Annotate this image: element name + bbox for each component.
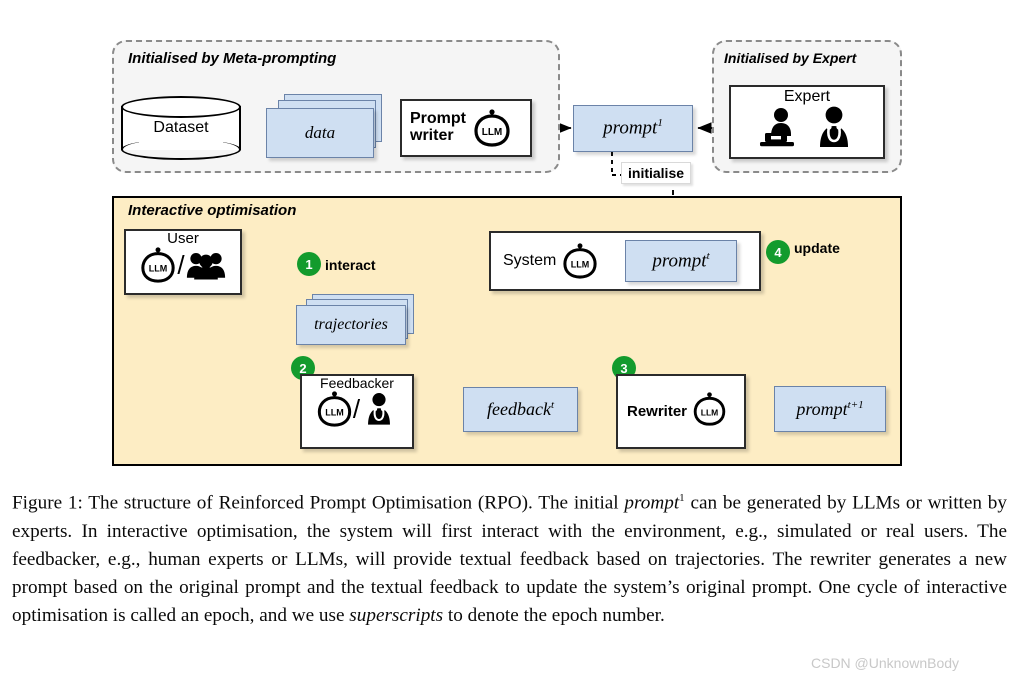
prompt-writer-label-line2: writer	[410, 127, 454, 144]
slash-divider: /	[352, 393, 361, 424]
user-label: User	[167, 230, 199, 247]
svg-text:LLM: LLM	[701, 407, 718, 417]
llm-robot-icon: LLM	[474, 109, 510, 147]
figure-caption: Figure 1: The structure of Reinforced Pr…	[12, 484, 1007, 630]
people-group-icon	[186, 248, 226, 287]
data-label: data	[304, 123, 336, 142]
llm-robot-icon: LLM	[317, 391, 352, 432]
prompt1-node: prompt1	[573, 105, 693, 152]
prompt-t-superscript: t	[706, 249, 710, 262]
step-badge-4: 4	[766, 240, 790, 264]
caption-prefix: Figure 1:	[12, 492, 83, 514]
caption-sup-1: 1	[679, 492, 685, 504]
watermark-text: CSDN @UnknownBody	[811, 655, 960, 671]
llm-robot-icon: LLM	[140, 247, 176, 288]
trajectories-node: trajectories	[296, 294, 424, 346]
prompt-t1-superscript: t+1	[847, 398, 864, 411]
caption-part3: to denote the epoch number.	[443, 605, 665, 627]
data-node: data	[266, 94, 384, 162]
doctor-stethoscope-icon	[361, 391, 397, 432]
user-node: User LLM /	[124, 229, 242, 295]
edge-label-update: update	[794, 240, 840, 256]
group-title-meta-prompting: Initialised by Meta-prompting	[128, 50, 337, 67]
feedbacker-node: Feedbacker LLM /	[300, 374, 414, 449]
slash-divider: /	[177, 249, 185, 280]
system-label: System	[503, 251, 557, 269]
doctor-stethoscope-icon	[811, 106, 857, 153]
prompt-writer-label-line1: Prompt	[410, 110, 466, 128]
group-title-interactive-optimisation: Interactive optimisation	[128, 202, 297, 219]
llm-robot-icon: LLM	[563, 243, 597, 279]
caption-em-superscripts: superscripts	[349, 605, 444, 627]
prompt-t-node: promptt	[625, 240, 737, 282]
feedback-t-label: feedback	[486, 399, 551, 419]
group-title-expert: Initialised by Expert	[724, 50, 857, 66]
person-at-laptop-icon	[757, 106, 803, 153]
expert-label: Expert	[783, 88, 831, 105]
rewriter-node: Rewriter LLM	[616, 374, 746, 449]
caption-em-prompt: prompt	[624, 492, 680, 514]
dataset-node: Dataset	[120, 95, 242, 161]
caption-part2: can be generated by LLMs or written by e…	[12, 492, 1007, 627]
svg-text:LLM: LLM	[482, 127, 503, 138]
prompt1-label: prompt	[603, 117, 658, 139]
rewriter-label: Rewriter	[627, 402, 688, 420]
feedback-t-node: feedbackt	[463, 387, 578, 432]
expert-node: Expert	[729, 85, 885, 159]
prompt-t-label: prompt	[652, 250, 707, 272]
llm-robot-icon: LLM	[693, 392, 726, 431]
prompt-t1-node: promptt+1	[774, 386, 886, 432]
trajectories-label: trajectories	[314, 316, 388, 333]
feedbacker-label: Feedbacker	[320, 375, 394, 391]
prompt-writer-node: Prompt writer LLM	[400, 99, 532, 157]
caption-part1: The structure of Reinforced Prompt Optim…	[82, 492, 625, 514]
svg-text:LLM: LLM	[325, 407, 344, 417]
svg-text:LLM: LLM	[149, 263, 168, 273]
feedback-t-superscript: t	[550, 399, 555, 411]
prompt1-superscript: 1	[657, 117, 663, 130]
edge-label-initialise: initialise	[621, 162, 692, 184]
edge-label-interact: interact	[325, 257, 376, 273]
dataset-label: Dataset	[153, 119, 209, 136]
step-badge-1: 1	[297, 252, 321, 276]
svg-text:LLM: LLM	[571, 260, 589, 270]
prompt-t1-label: prompt	[796, 398, 848, 419]
